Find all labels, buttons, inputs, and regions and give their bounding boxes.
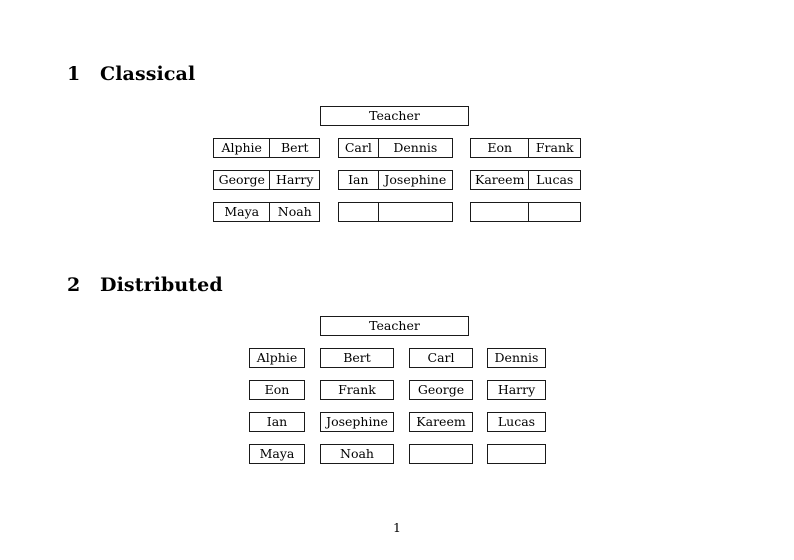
student-pair-row[interactable]: Alphie Bert	[213, 138, 320, 158]
student-pair-row[interactable]: Maya Noah	[213, 202, 320, 222]
student-pair-row[interactable]: George Harry	[213, 170, 320, 190]
student-box[interactable]: Dennis	[487, 348, 546, 368]
student-pair-row[interactable]: Carl Dennis	[338, 138, 453, 158]
student-box[interactable]: Harry	[487, 380, 546, 400]
section-title: Classical	[100, 63, 196, 85]
student-cell[interactable]: Ian	[339, 171, 379, 189]
student-box-empty[interactable]	[409, 444, 473, 464]
section-heading-distributed: 2 Distributed	[67, 274, 223, 296]
student-cell[interactable]: George	[214, 171, 271, 189]
student-box[interactable]: Bert	[320, 348, 394, 368]
student-cell[interactable]: Bert	[280, 140, 309, 155]
student-cell-empty[interactable]	[339, 203, 379, 221]
student-cell[interactable]: Carl	[339, 139, 379, 157]
student-box-empty[interactable]	[487, 444, 546, 464]
page-number: 1	[393, 520, 401, 535]
student-cell[interactable]: Dennis	[393, 140, 438, 155]
section-heading-classical: 1 Classical	[67, 63, 195, 85]
student-cell-empty[interactable]	[529, 203, 580, 221]
student-cell[interactable]: Maya	[214, 203, 271, 221]
student-box[interactable]: Carl	[409, 348, 473, 368]
student-cell[interactable]: Josephine	[384, 172, 447, 187]
section-title: Distributed	[100, 274, 223, 296]
teacher-box-distributed[interactable]: Teacher	[320, 316, 469, 336]
student-box[interactable]: Ian	[249, 412, 305, 432]
student-box[interactable]: Josephine	[320, 412, 394, 432]
student-cell[interactable]: Frank	[535, 140, 574, 155]
student-cell[interactable]: Lucas	[536, 172, 574, 187]
student-box[interactable]: Lucas	[487, 412, 546, 432]
section-number: 1	[67, 63, 81, 85]
student-cell-empty[interactable]	[471, 203, 530, 221]
student-box[interactable]: Alphie	[249, 348, 305, 368]
student-cell-empty[interactable]	[379, 203, 452, 221]
student-cell[interactable]: Alphie	[214, 139, 271, 157]
student-pair-row[interactable]: Eon Frank	[470, 138, 581, 158]
student-box[interactable]: Maya	[249, 444, 305, 464]
student-cell[interactable]: Noah	[277, 204, 312, 219]
teacher-box-classical[interactable]: Teacher	[320, 106, 469, 126]
student-pair-row[interactable]	[470, 202, 581, 222]
student-cell[interactable]: Harry	[276, 172, 314, 187]
student-box[interactable]: Noah	[320, 444, 394, 464]
student-cell[interactable]: Eon	[471, 139, 530, 157]
student-pair-row[interactable]: Ian Josephine	[338, 170, 453, 190]
student-box[interactable]: Eon	[249, 380, 305, 400]
student-pair-row[interactable]: Kareem Lucas	[470, 170, 581, 190]
student-box[interactable]: George	[409, 380, 473, 400]
student-box[interactable]: Frank	[320, 380, 394, 400]
student-pair-row[interactable]	[338, 202, 453, 222]
student-box[interactable]: Kareem	[409, 412, 473, 432]
student-cell[interactable]: Kareem	[471, 171, 530, 189]
section-number: 2	[67, 274, 81, 296]
